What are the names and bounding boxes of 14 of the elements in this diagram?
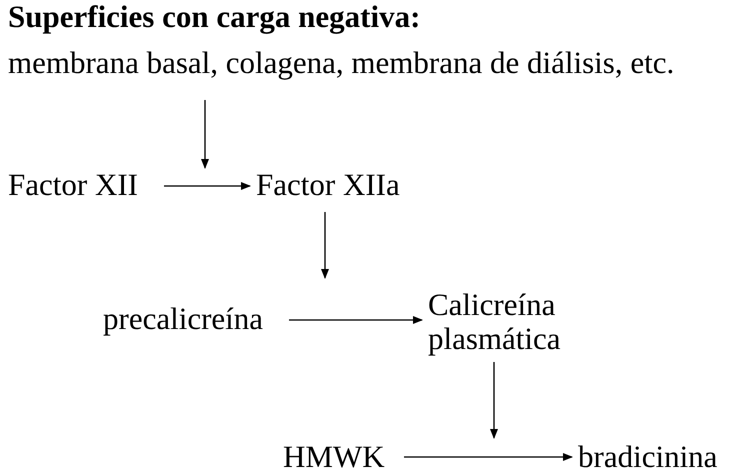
node-label: membrana basal, colagena, membrana de diálisis, etc. (8, 46, 674, 80)
node-label: HMWK (283, 440, 385, 474)
node-label: Factor XIIa (256, 168, 400, 202)
arrow (289, 316, 423, 324)
arrow (404, 453, 573, 461)
arrow (201, 100, 209, 169)
node-label: Factor XII (8, 168, 138, 202)
arrow (321, 212, 329, 279)
heading-text: Superficies con carga negativa: (8, 0, 420, 34)
arrow (490, 362, 498, 439)
node-label: bradicinina (578, 440, 718, 474)
arrow (164, 182, 251, 190)
node-label: precalicreína (103, 302, 264, 336)
node-label: Calicreína plasmática (428, 288, 562, 356)
